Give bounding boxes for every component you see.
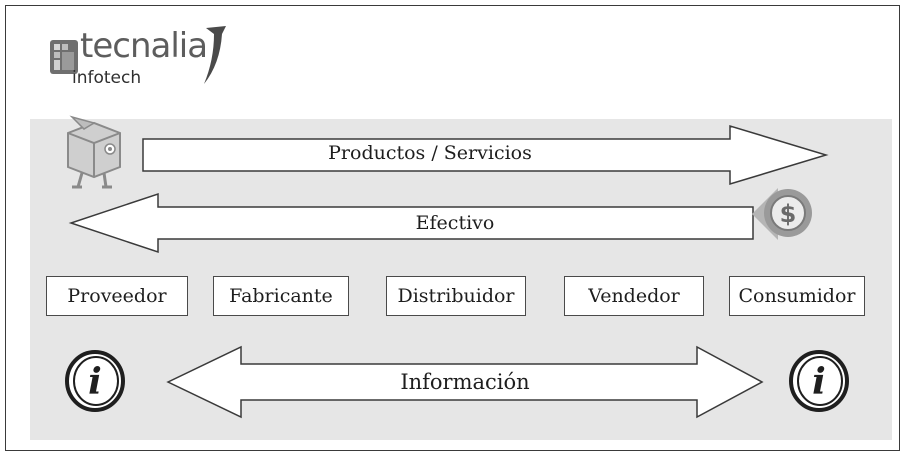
role-box-distribuidor: Distribuidor [386,276,526,316]
package-icon [67,115,121,189]
dollar-coin-icon: $ [752,188,812,240]
info-icon: i [65,350,125,412]
cash-flow-arrow [68,192,754,254]
cash-flow-label: Efectivo [415,212,495,234]
information-flow-arrow [166,345,764,419]
role-box-fabricante: Fabricante [213,276,349,316]
role-box-vendedor: Vendedor [564,276,704,316]
info-icon: i [789,350,849,412]
logo-subtitle: infotech [72,68,142,88]
role-box-proveedor: Proveedor [46,276,188,316]
svg-text:i: i [88,361,102,403]
information-flow-label: Información [400,370,530,394]
logo-mark-icon [50,40,78,74]
company-logo: tecnalia infotech [50,24,255,96]
products-flow-arrow [142,124,829,186]
products-flow-label: Productos / Servicios [328,142,532,164]
logo-name: tecnalia [80,26,208,66]
svg-text:i: i [812,361,826,403]
logo-swoosh-icon [204,26,226,84]
svg-text:$: $ [780,200,797,228]
role-box-consumidor: Consumidor [729,276,865,316]
